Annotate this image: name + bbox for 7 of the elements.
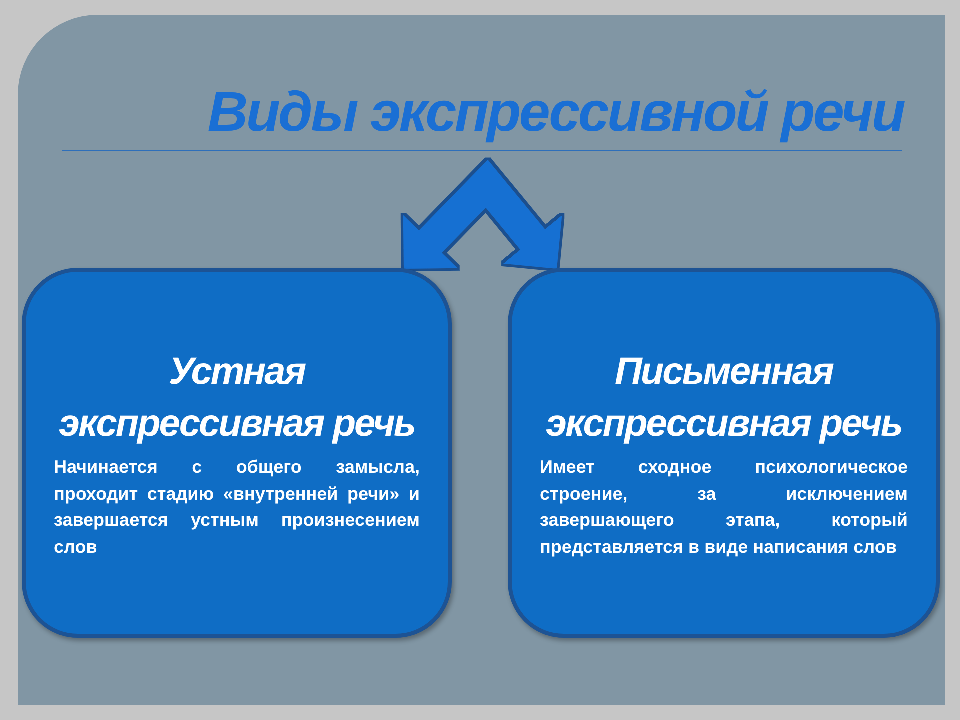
rounded-box <box>508 268 940 638</box>
slide-title: Виды экспрессивной речи <box>208 80 904 144</box>
box-description: Начинается с общего замысла, проходит стадию «внутренней речи» и завершается устным произнесением слов <box>54 456 420 558</box>
box-description: Имеет сходное психологическое строение, за исключением завершающего этапа, который представляется в виде написания слов <box>540 456 908 559</box>
rounded-box <box>22 268 452 638</box>
box-heading: Письменная экспрессивная речь <box>545 350 903 447</box>
box-heading: Устная экспрессивная речь <box>58 350 416 447</box>
